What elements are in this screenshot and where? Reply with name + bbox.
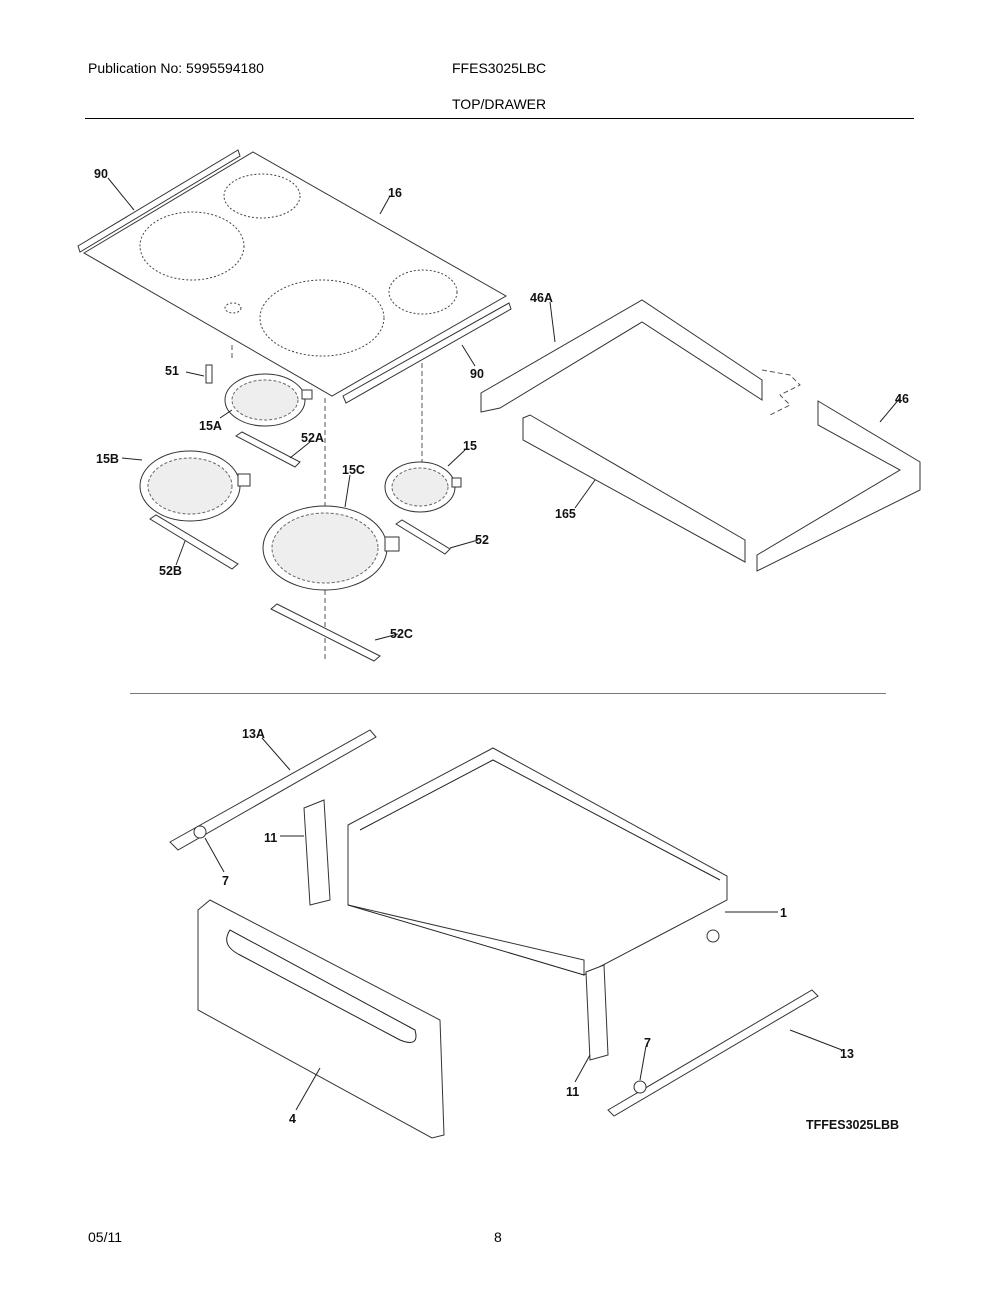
- callout-11-right: 11: [566, 1085, 579, 1099]
- callout-46: 46: [895, 392, 909, 406]
- callout-7-right: 7: [644, 1036, 651, 1050]
- part-51-clip: [205, 364, 213, 384]
- drawer-bracket-11-right: [585, 964, 609, 1061]
- bracket-52A: [235, 431, 301, 468]
- model-number: FFES3025LBC: [452, 60, 547, 76]
- element-15: [384, 461, 462, 513]
- section-title: TOP/DRAWER: [452, 96, 547, 112]
- callout-15A: 15A: [199, 419, 222, 433]
- drawer-handle: [226, 929, 417, 1043]
- roller-7-right: [633, 1080, 647, 1094]
- drawer-box-1: [347, 747, 728, 976]
- callout-90-rear: 90: [94, 167, 108, 181]
- slide-rail-13: [607, 989, 819, 1117]
- callout-52C: 52C: [390, 627, 413, 641]
- frame-165: [522, 414, 746, 563]
- cooktop-glass: [83, 151, 508, 397]
- callout-7-left: 7: [222, 874, 229, 888]
- callout-90-front: 90: [470, 367, 484, 381]
- trim-strip-rear: [77, 149, 241, 253]
- callout-15B: 15B: [96, 452, 119, 466]
- callout-165: 165: [555, 507, 576, 521]
- bracket-52B: [149, 514, 239, 570]
- frame-46A: [480, 299, 763, 413]
- leader-lines: [107, 177, 901, 1111]
- callout-11-left: 11: [264, 831, 277, 845]
- callout-13: 13: [840, 1047, 854, 1061]
- element-15C: [262, 505, 400, 591]
- drawing-id: TFFES3025LBB: [806, 1118, 899, 1132]
- trim-strip-front: [342, 302, 512, 404]
- callout-52A: 52A: [301, 431, 324, 445]
- footer-date: 05/11: [88, 1229, 122, 1245]
- element-15A: [224, 373, 313, 427]
- page-number: 8: [494, 1229, 502, 1245]
- callout-51: 51: [165, 364, 179, 378]
- frame-46: [756, 400, 921, 572]
- drawer-bracket-11-left: [303, 799, 331, 906]
- callout-4: 4: [289, 1112, 296, 1126]
- callout-1: 1: [780, 906, 787, 920]
- callout-46A: 46A: [530, 291, 553, 305]
- element-15B: [139, 450, 251, 522]
- callout-13A: 13A: [242, 727, 265, 741]
- section-divider: [130, 693, 886, 694]
- roller-7-left: [193, 825, 207, 839]
- bracket-52: [395, 519, 451, 555]
- callout-52B: 52B: [159, 564, 182, 578]
- header-rule: [85, 118, 914, 119]
- callout-16: 16: [388, 186, 402, 200]
- slide-rail-13A: [169, 729, 377, 851]
- callout-15C: 15C: [342, 463, 365, 477]
- callout-52: 52: [475, 533, 489, 547]
- callout-15: 15: [463, 439, 477, 453]
- drawer-front-panel-4: [197, 899, 445, 1139]
- publication-number: Publication No: 5995594180: [88, 60, 264, 76]
- bracket-52C: [270, 603, 381, 662]
